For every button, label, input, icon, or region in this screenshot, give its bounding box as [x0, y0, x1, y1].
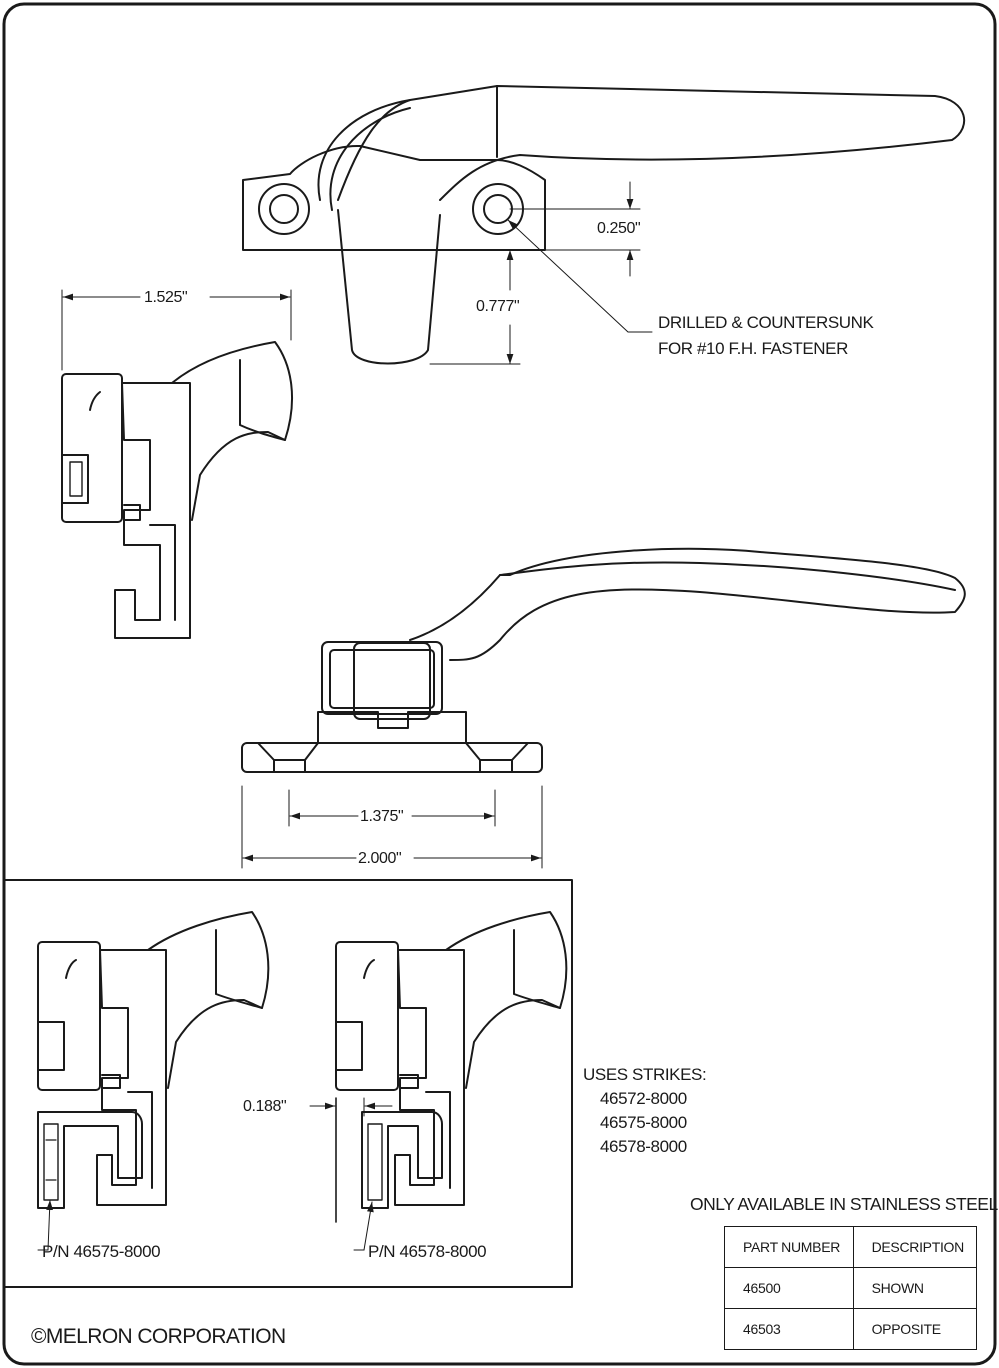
latch-side-view [61, 289, 294, 639]
dimension-projection-label: 1.525" [144, 289, 188, 306]
strike-detail-frame [3, 879, 573, 1288]
fastener-note-line1: DRILLED & COUNTERSUNK [658, 313, 874, 332]
copyright-notice: ©MELRON CORPORATION [31, 1325, 286, 1348]
fastener-note: DRILLED & COUNTERSUNK FOR #10 F.H. FASTE… [658, 310, 874, 362]
latch-front-view [241, 547, 966, 869]
right-strike-callout: P/N 46578-8000 [368, 1242, 487, 1261]
fastener-note-line2: FOR #10 F.H. FASTENER [658, 339, 848, 358]
strike-item: 46575-8000 [600, 1113, 687, 1132]
strike-item: 46578-8000 [600, 1137, 687, 1156]
part-number-cell: 46500 [724, 1267, 854, 1309]
strike-assembly-left [37, 911, 270, 1251]
description-cell: OPPOSITE [852, 1308, 978, 1350]
column-header-part-number: PART NUMBER [724, 1226, 854, 1268]
strikes-heading: USES STRIKES: [583, 1065, 707, 1084]
dimension-hole-spacing-label: 1.375" [360, 808, 404, 825]
strikes-list: USES STRIKES: 46572-8000 46575-8000 4657… [583, 1063, 707, 1159]
column-header-description: DESCRIPTION [852, 1226, 978, 1268]
description-cell: SHOWN [852, 1267, 978, 1309]
parts-table-header: PART NUMBER DESCRIPTION [724, 1226, 978, 1268]
dimension-offset-label: 0.250" [597, 220, 641, 237]
availability-note: ONLY AVAILABLE IN STAINLESS STEEL [690, 1194, 998, 1214]
left-strike-callout: P/N 46575-8000 [42, 1242, 161, 1261]
dimension-base-width-label: 2.000" [358, 850, 402, 867]
latch-top-view [242, 85, 966, 365]
table-row: 46503 OPPOSITE [724, 1308, 978, 1350]
strike-item: 46572-8000 [600, 1089, 687, 1108]
dimension-base-height-label: 0.777" [476, 298, 520, 315]
part-number-cell: 46503 [724, 1308, 854, 1350]
dimension-strike-gap-label: 0.188" [243, 1098, 287, 1115]
table-row: 46500 SHOWN [724, 1267, 978, 1309]
strike-assembly-right [309, 911, 568, 1251]
parts-table: PART NUMBER DESCRIPTION 46500 SHOWN 4650… [724, 1226, 978, 1350]
